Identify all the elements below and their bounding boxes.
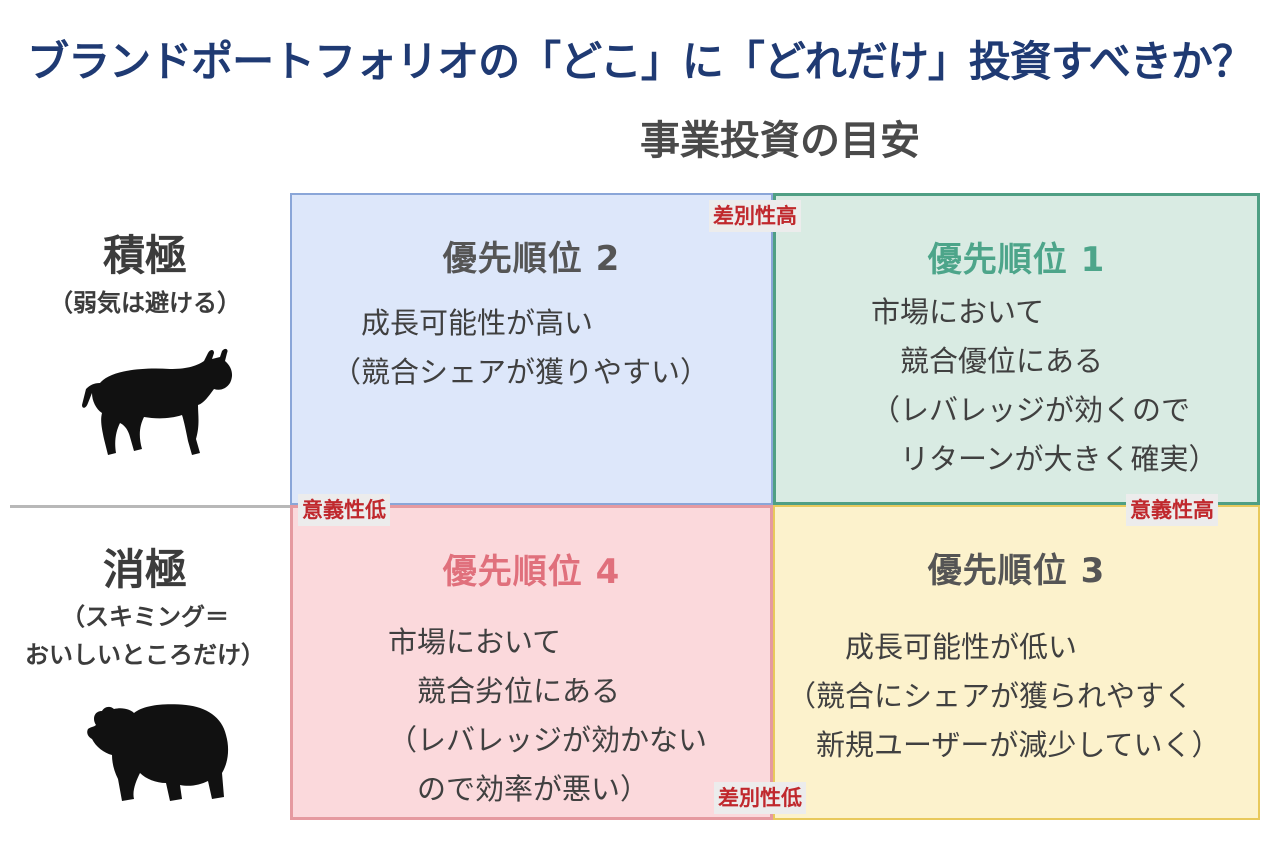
quadrant-priority-2: 優先順位 2 成長可能性が高い （競合シェアが獲りやすい） [290,193,773,505]
side-label-active: 積極 [102,231,187,280]
body-line: ので効率が悪い） [388,772,650,806]
quadrant-heading: 優先順位 2 [442,239,621,279]
axis-tag-differentiation-low: 差別性低 [714,782,806,814]
quadrant-priority-3: 優先順位 3 成長可能性が低い （競合にシェアが獲られやすく 新規ユーザーが減少… [773,505,1260,820]
body-line: （競合シェアが獲りやすい） [332,355,710,389]
body-line: 成長可能性が高い [332,306,594,340]
side-sublabel-active: （弱気は避ける） [49,289,241,317]
bull-icon [82,348,233,455]
divider-line [10,505,290,508]
body-line: 成長可能性が低い [787,630,1078,664]
quadrant-priority-4: 優先順位 4 市場において 競合劣位にある （レバレッジが効かない ので効率が悪… [290,505,773,820]
page-subtitle: 事業投資の目安 [640,118,920,164]
quadrant-heading: 優先順位 1 [927,240,1106,280]
body-line: 市場において [388,625,562,659]
axis-tag-relevance-low: 意義性低 [298,494,390,526]
body-line: 競合優位にある [871,344,1104,378]
body-line: 市場において [871,295,1045,329]
quadrant-body: 市場において 競合劣位にある （レバレッジが効かない ので効率が悪い） [388,618,707,814]
body-line: （競合にシェアが獲られやすく [787,679,1194,713]
side-label-passive: 消極 [102,545,187,594]
axis-tag-differentiation-high: 差別性高 [709,200,801,232]
quadrant-heading: 優先順位 3 [927,551,1106,591]
bear-icon [87,704,229,801]
quadrant-body: 市場において 競合優位にある （レバレッジが効くので リターンが大きく確実） [871,288,1218,484]
body-line: 新規ユーザーが減少していく） [787,728,1221,762]
quadrant-heading: 優先順位 4 [442,552,621,592]
quadrant-body: 成長可能性が低い （競合にシェアが獲られやすく 新規ユーザーが減少していく） [787,623,1221,770]
body-line: 競合劣位にある [388,674,621,708]
page-title: ブランドポートフォリオの「どこ」に「どれだけ」投資すべきか？ [27,37,1254,86]
quadrant-priority-1: 優先順位 1 市場において 競合優位にある （レバレッジが効くので リターンが大… [773,193,1260,505]
axis-tag-relevance-high: 意義性高 [1126,494,1218,526]
body-line: リターンが大きく確実） [871,442,1218,476]
body-line: （レバレッジが効くので [871,393,1191,427]
side-sublabel-passive-1: （スキミング＝ [61,603,229,631]
quadrant-body: 成長可能性が高い （競合シェアが獲りやすい） [332,299,709,397]
body-line: （レバレッジが効かない [388,723,708,757]
side-sublabel-passive-2: おいしいところだけ） [25,641,265,669]
